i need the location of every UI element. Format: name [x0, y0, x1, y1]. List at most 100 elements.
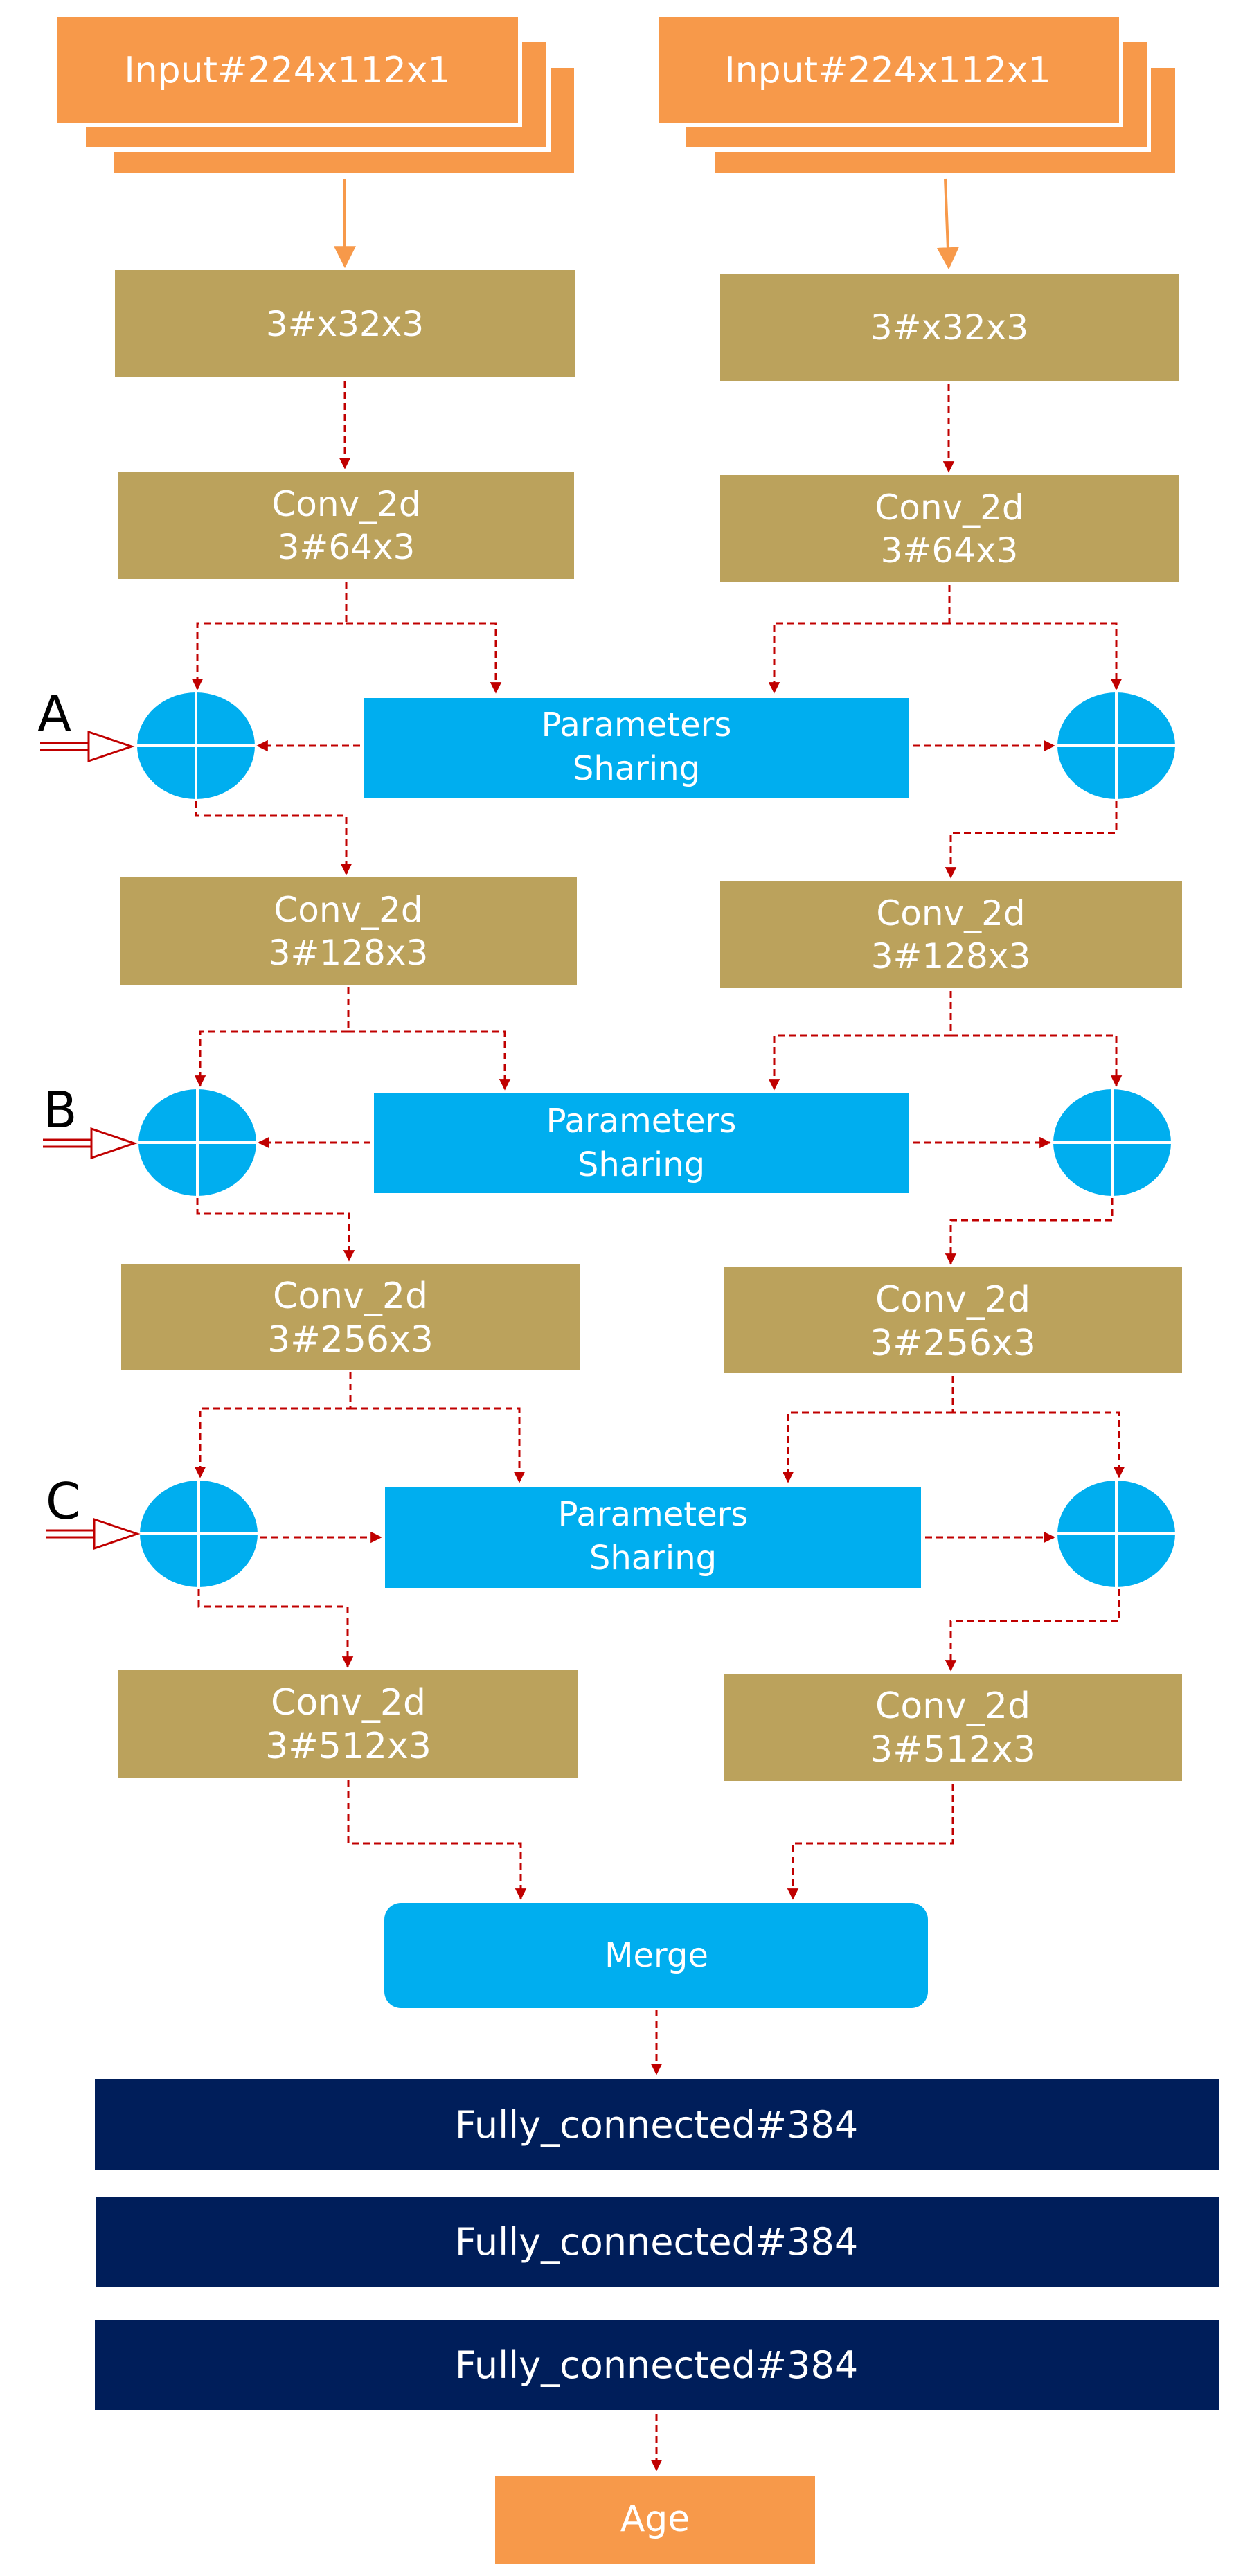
hollow-arrow-icon [90, 1127, 138, 1160]
fc-label-3: Fully_connected#384 [455, 2343, 858, 2387]
conv1-right-label: 3#x32x3 [870, 307, 1028, 348]
arrow-conv5-right-to-merge [787, 1784, 954, 1900]
fc-block-3: Fully_connected#384 [95, 2320, 1219, 2410]
dashed-connectors [191, 381, 1125, 2471]
fc-label-2: Fully_connected#384 [455, 2220, 858, 2264]
conv3-left-box [120, 877, 577, 985]
fc-block-2: Fully_connected#384 [96, 2197, 1219, 2287]
conv1-right-block: 3#x32x3 [720, 274, 1179, 381]
fc-box [95, 2320, 1219, 2410]
conv4-left-line1: Conv_2d [273, 1276, 428, 1317]
arrow-conv2-left-to-sharing [346, 622, 502, 694]
sharing-b-block: Parameters Sharing [374, 1093, 909, 1193]
sharing-c-box [385, 1487, 921, 1588]
sharing-a-block: Parameters Sharing [364, 698, 909, 798]
arrow-add-a-right-to-conv3 [945, 801, 1118, 879]
conv4-right-line2: 3#256x3 [870, 1323, 1036, 1364]
conv3-right-line2: 3#128x3 [871, 936, 1031, 976]
conv5-right-line2: 3#512x3 [870, 1729, 1036, 1771]
output-block: Age [495, 2476, 815, 2564]
side-label-c: C [46, 1472, 80, 1530]
conv5-left-box [118, 1670, 578, 1778]
conv2-left-box [118, 472, 574, 579]
arrow-conv4-left-to-sharing [350, 1407, 526, 1483]
conv4-left-block: Conv_2d 3#256x3 [121, 1264, 580, 1370]
conv2-left-line1: Conv_2d [271, 484, 420, 524]
arrow-conv2-left-to-add [191, 582, 348, 690]
arrow-conv4-left-to-add [194, 1372, 352, 1478]
hollow-arrow-icon [87, 730, 135, 763]
conv4-right-block: Conv_2d 3#256x3 [724, 1267, 1182, 1373]
input-stack-right: Input#224x112x1 [654, 13, 1179, 177]
side-label-b: B [43, 1081, 77, 1139]
arrow-conv2-right-to-add [948, 585, 1123, 690]
arrow-conv4-right-to-add [951, 1376, 1125, 1478]
conv3-right-block: Conv_2d 3#128x3 [720, 881, 1182, 988]
sharing-a-line1: Parameters [542, 706, 732, 744]
add-node-b-right [1053, 1089, 1171, 1196]
add-node-c-right [1057, 1481, 1175, 1587]
add-node-c-left [140, 1481, 258, 1587]
side-input-a: A [37, 685, 135, 763]
arrow-conv4-right-to-sharing [782, 1411, 953, 1483]
conv4-right-line1: Conv_2d [875, 1279, 1030, 1321]
fc-box [95, 2079, 1219, 2170]
conv5-right-line1: Conv_2d [875, 1685, 1030, 1727]
sharing-c-line1: Parameters [558, 1495, 749, 1534]
conv3-left-block: Conv_2d 3#128x3 [120, 877, 577, 985]
conv3-left-line1: Conv_2d [274, 890, 422, 930]
input-right-label: Input#224x112x1 [724, 50, 1050, 91]
conv3-right-line1: Conv_2d [876, 893, 1025, 933]
arrow-add-c-left-to-conv5 [197, 1589, 354, 1668]
conv5-left-line1: Conv_2d [271, 1682, 426, 1724]
arrow-conv2-right-to-sharing [768, 622, 949, 694]
merge-box [384, 1903, 928, 2008]
conv4-left-line2: 3#256x3 [267, 1319, 433, 1361]
conv1-left-label: 3#x32x3 [266, 304, 424, 344]
conv4-right-box [724, 1267, 1182, 1373]
arrow-add-c-right-to-conv5 [945, 1589, 1120, 1672]
arrow-add-b-left-to-conv4 [196, 1198, 355, 1262]
conv5-left-block: Conv_2d 3#512x3 [118, 1670, 578, 1778]
conv2-right-line2: 3#64x3 [881, 530, 1019, 571]
add-node-b-left [138, 1089, 256, 1196]
side-input-c: C [46, 1472, 141, 1550]
input-right-arrow [936, 178, 959, 270]
conv3-right-box [720, 881, 1182, 988]
arrow-conv3-right-to-add [949, 991, 1123, 1087]
add-node-a-left [137, 692, 255, 799]
arrow-conv3-left-to-sharing [348, 1030, 511, 1091]
fc-box [96, 2197, 1219, 2287]
conv5-right-box [724, 1674, 1182, 1781]
sharing-a-line2: Sharing [573, 749, 700, 788]
side-label-a: A [37, 685, 71, 743]
arrow-conv3-right-to-sharing [768, 1034, 951, 1091]
fc-label-1: Fully_connected#384 [455, 2103, 858, 2147]
conv1-left-block: 3#x32x3 [115, 270, 575, 377]
merge-label: Merge [605, 1936, 708, 1975]
conv1-right-box [720, 274, 1179, 381]
arrow-conv3-left-to-add [194, 987, 350, 1087]
conv4-left-box [121, 1264, 580, 1370]
sharing-b-box [374, 1093, 909, 1193]
sharing-b-line2: Sharing [578, 1145, 705, 1184]
arrow-add-a-left-to-conv3 [195, 801, 352, 875]
add-node-a-right [1057, 692, 1175, 799]
merge-block: Merge [384, 1903, 928, 2008]
hollow-arrow-icon [93, 1517, 141, 1550]
arrow-add-b-right-to-conv4 [945, 1198, 1114, 1265]
output-label: Age [620, 2498, 690, 2540]
input-left-label: Input#224x112x1 [124, 50, 450, 91]
conv1-left-box [115, 270, 575, 377]
input-layer-front [53, 13, 522, 127]
conv2-right-box [720, 475, 1179, 582]
sharing-b-line1: Parameters [546, 1102, 737, 1141]
conv2-left-line2: 3#64x3 [278, 527, 415, 567]
sharing-c-block: Parameters Sharing [385, 1487, 921, 1588]
conv5-right-block: Conv_2d 3#512x3 [724, 1674, 1182, 1781]
conv3-left-line2: 3#128x3 [269, 933, 429, 973]
conv2-right-block: Conv_2d 3#64x3 [720, 475, 1179, 582]
conv2-left-block: Conv_2d 3#64x3 [118, 472, 574, 579]
side-input-b: B [43, 1081, 138, 1160]
conv5-left-line2: 3#512x3 [265, 1726, 431, 1767]
